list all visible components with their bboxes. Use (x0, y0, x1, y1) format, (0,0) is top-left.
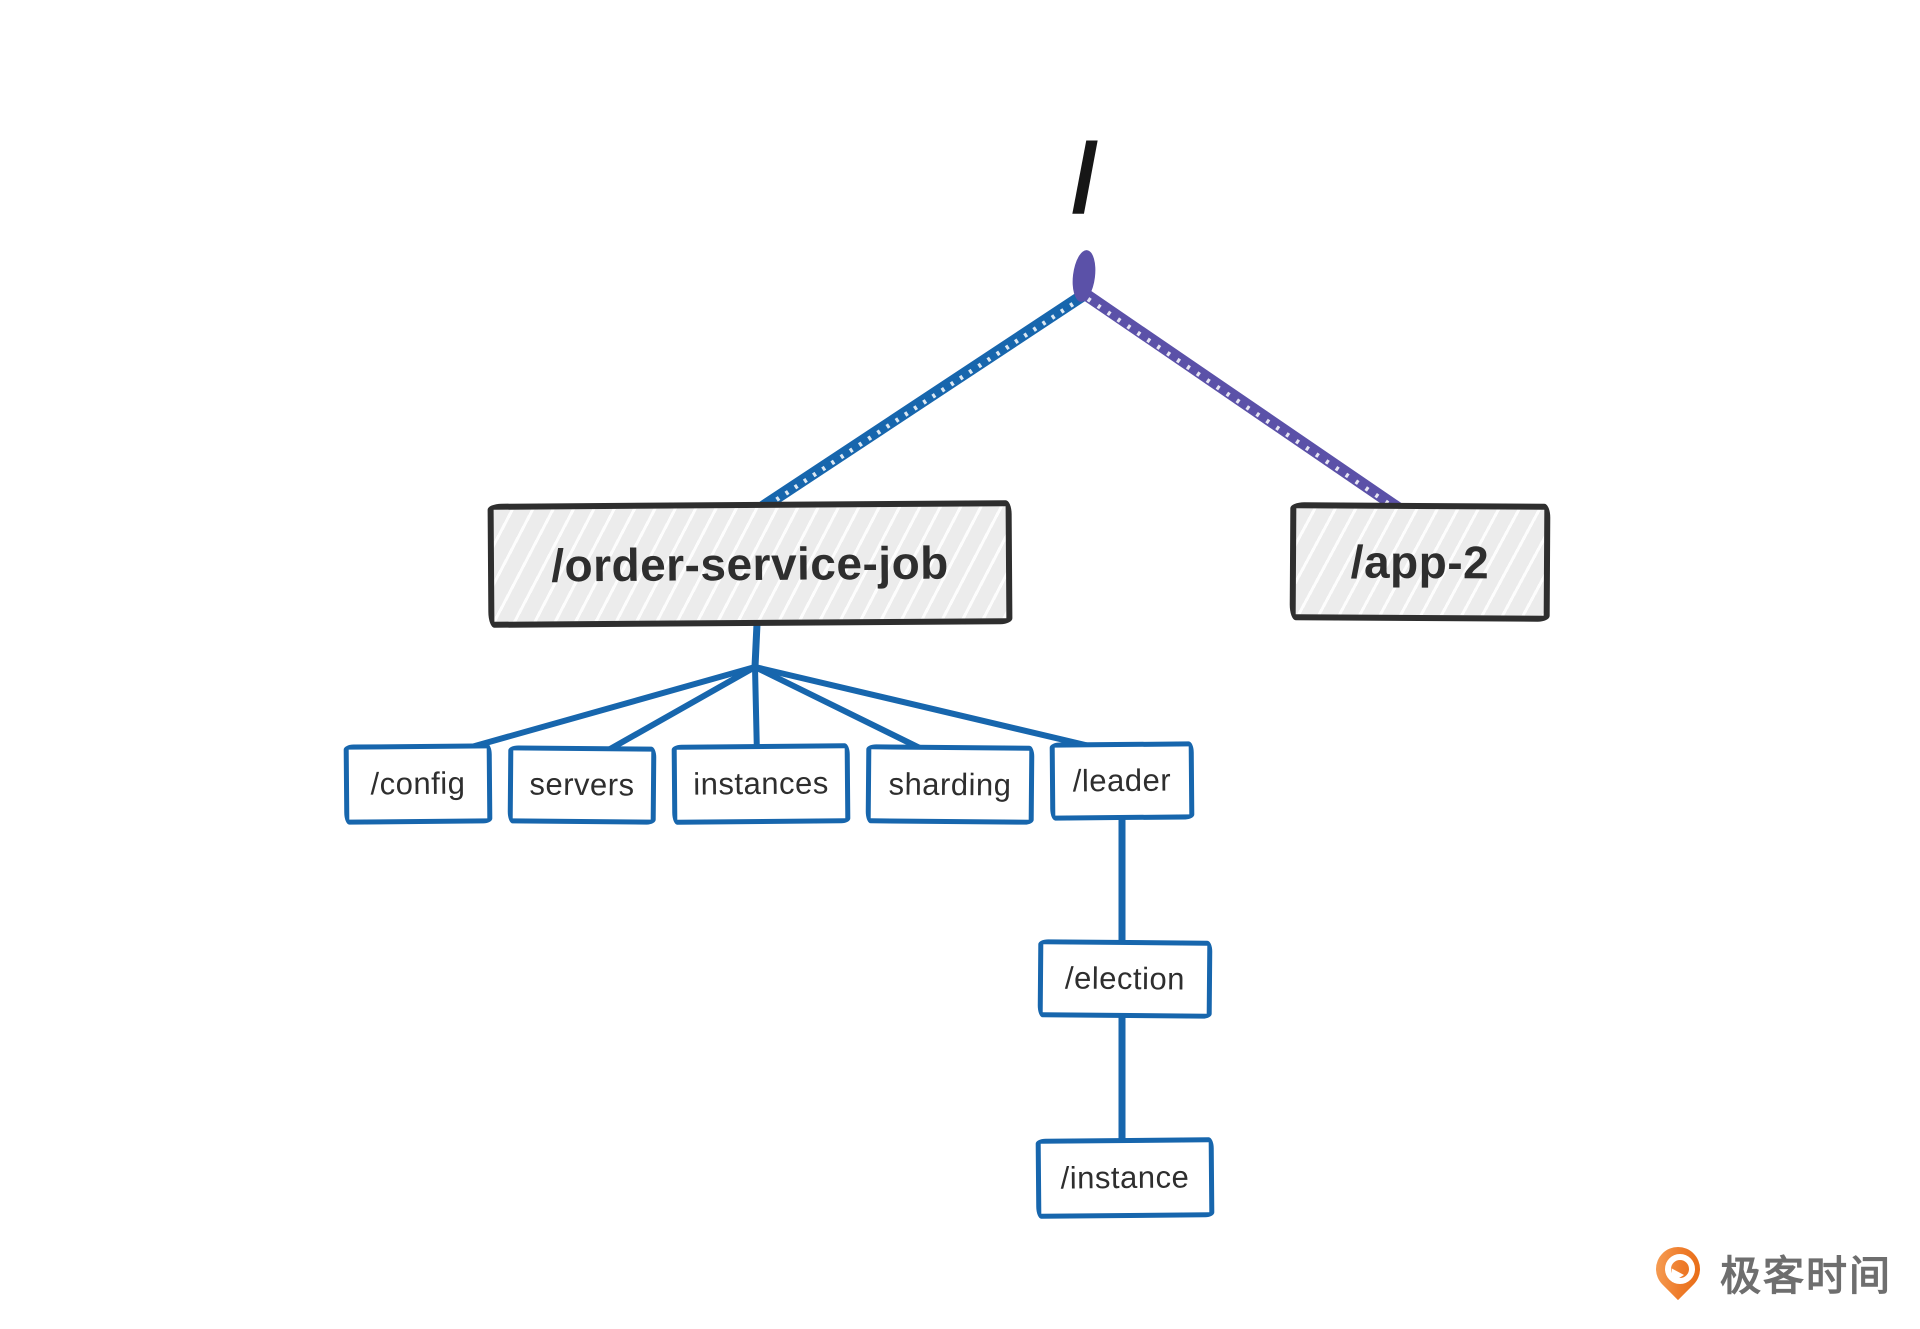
node-app-2: /app-2 (1289, 502, 1551, 622)
node-config: /config (343, 743, 493, 825)
node-leader-label: /leader (1072, 762, 1172, 799)
edge-texture (1086, 297, 1394, 508)
node-instances-label: instances (693, 765, 829, 802)
node-config-label: /config (370, 765, 466, 802)
node-app-2-label: /app-2 (1350, 535, 1490, 589)
node-root-label: / (1071, 122, 1099, 233)
geektime-logo-icon (1646, 1237, 1710, 1301)
node-order-service-job-label: /order-service-job (551, 536, 949, 592)
node-servers-label: servers (529, 766, 635, 803)
node-sharding: sharding (865, 744, 1035, 825)
edge-to-instances (752, 664, 760, 759)
edge-root-to-app-2 (1079, 288, 1404, 514)
node-election-label: /election (1064, 960, 1186, 997)
node-servers: servers (507, 745, 657, 825)
edge-to-config (433, 664, 758, 760)
geektime-logo: 极客时间 (1646, 1237, 1892, 1302)
logo-pin-inner (1656, 1247, 1700, 1291)
node-sharding-label: sharding (888, 765, 1012, 803)
edge-to-sharding (752, 664, 941, 760)
node-election: /election (1037, 939, 1213, 1019)
edge-to-servers (593, 664, 758, 760)
node-order-service-job: /order-service-job (487, 500, 1013, 628)
geektime-logo-text: 极客时间 (1720, 1253, 1892, 1299)
edge-to-leader (752, 664, 1101, 751)
node-instance: /instance (1035, 1137, 1215, 1219)
node-instance-label: /instance (1060, 1159, 1190, 1196)
edge-junction-knot (1072, 250, 1096, 302)
node-leader: /leader (1049, 741, 1195, 821)
node-root: / (1030, 118, 1140, 238)
edge-order-service-job-stub (751, 620, 761, 671)
node-instances: instances (671, 743, 851, 825)
